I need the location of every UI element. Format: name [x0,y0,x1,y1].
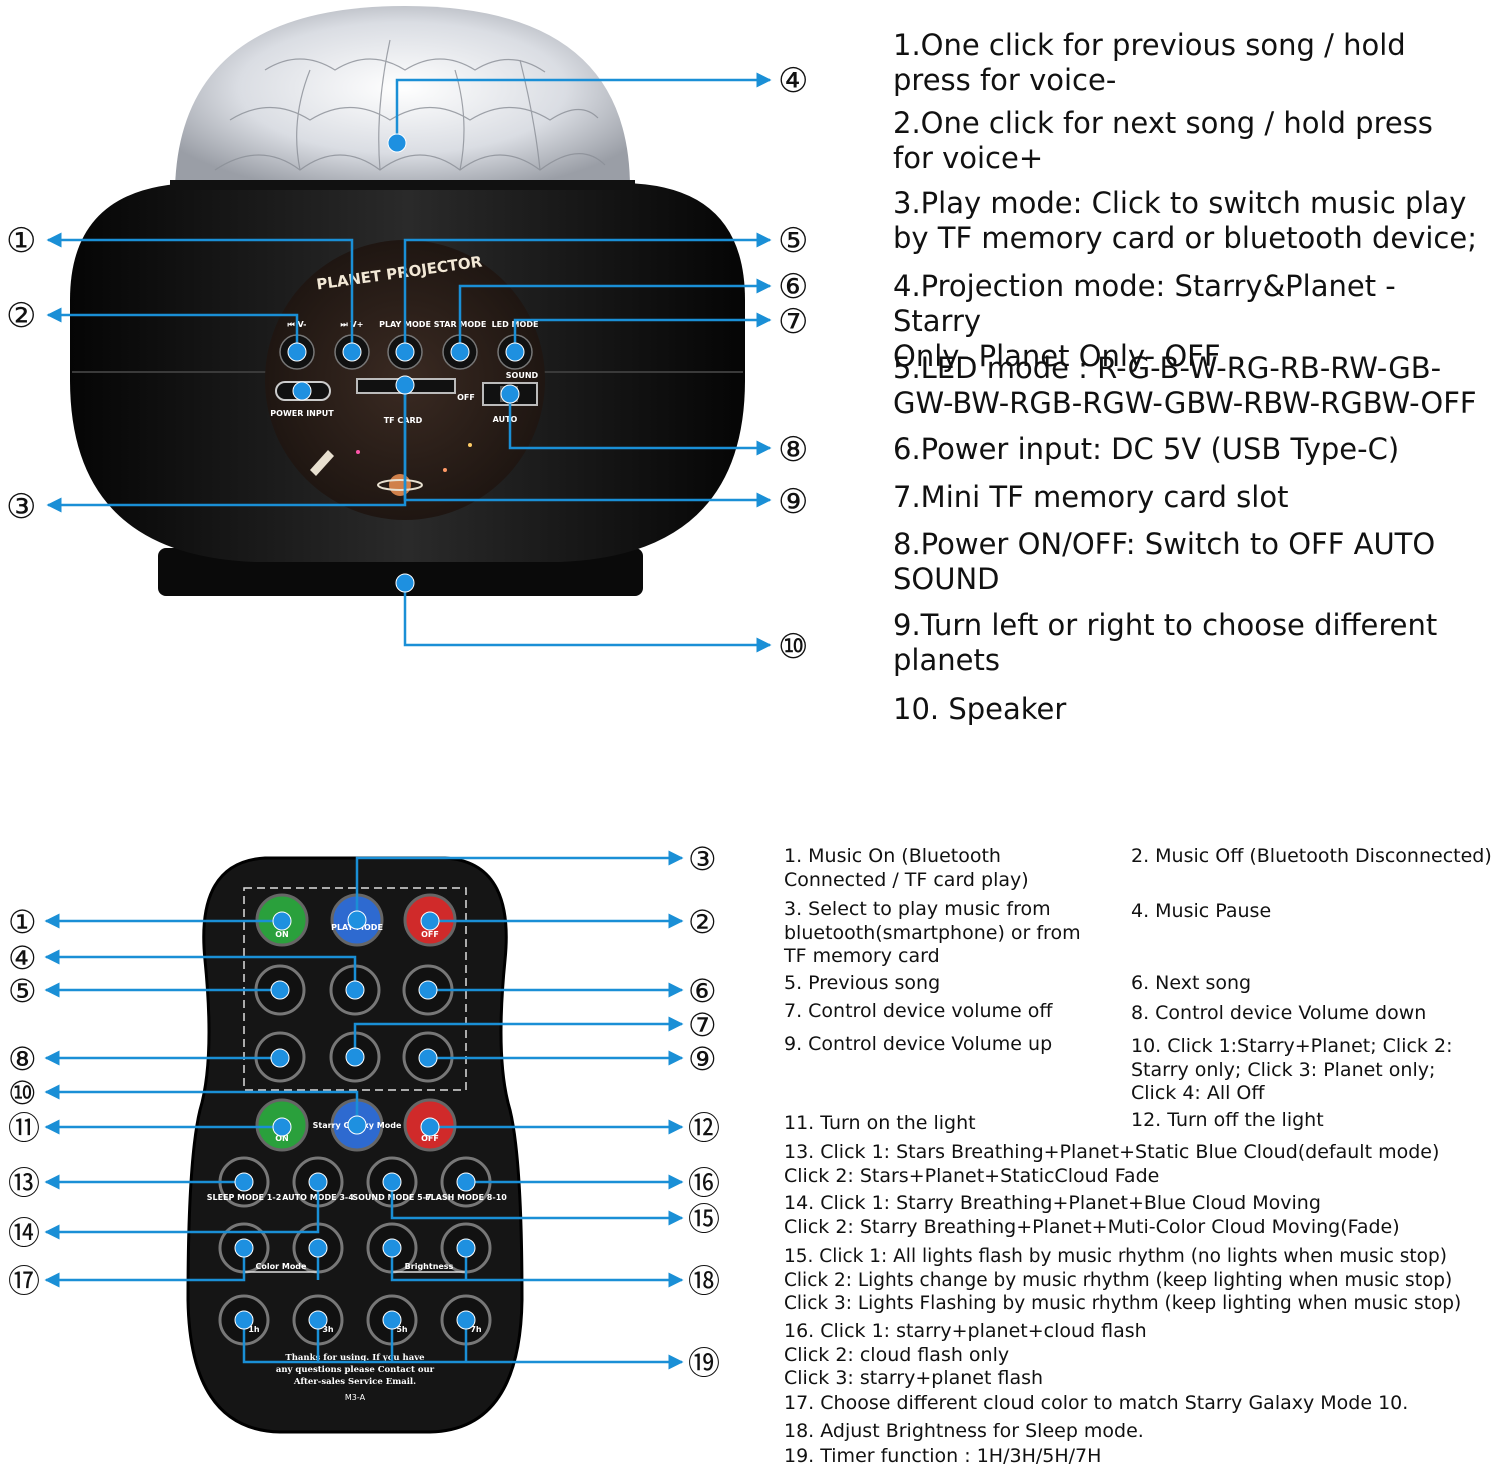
label-auto: AUTO [493,415,518,424]
projector-desc-2: 2.One click for next song / hold press f… [893,106,1433,175]
remote-callout-3: ③ [688,840,717,878]
remote-desc-8: 8. Control device Volume down [1131,1002,1427,1024]
projector-callout-dots [287,133,525,593]
remote-callout-17: ⑰ [8,1262,40,1300]
remote-desc-4: 4. Music Pause [1131,900,1272,922]
callout-1: ① [6,221,36,261]
remote-desc-16: 16. Click 1: starry+planet+cloud flash C… [784,1320,1147,1389]
label-off: OFF [457,393,475,402]
remote-callout-5: ⑤ [8,972,37,1010]
remote-timer-5h-label: 5h [396,1325,408,1334]
remote-callout-4: ④ [8,939,37,977]
remote-desc-14: 14. Click 1: Starry Breathing+Planet+Blu… [784,1192,1400,1238]
remote-color-mode-label: Color Mode [256,1262,308,1271]
remote-footer-line-2: any questions please Contact our [276,1365,435,1375]
remote-flash-label: FLASH MODE 8-10 [425,1193,507,1202]
remote-desc-3: 3. Select to play music from bluetooth(s… [784,898,1081,967]
callout-6: ⑥ [778,267,808,307]
remote-callout-12: ⑫ [688,1109,720,1147]
projector-desc-6: 6.Power input: DC 5V (USB Type-C) [893,432,1400,466]
projector-callout-lines [46,72,772,653]
crystal-dome [175,6,630,188]
remote-desc-1: 1. Music On (Bluetooth Connected / TF ca… [784,845,1029,891]
remote-sleep-label: SLEEP MODE 1-2 [207,1193,282,1202]
remote-desc-18: 18. Adjust Brightness for Sleep mode. [784,1420,1144,1442]
projector-desc-9: 9.Turn left or right to choose different… [893,608,1438,677]
remote-timer-3h-label: 3h [322,1325,334,1334]
remote-off2-label: OFF [421,1134,439,1143]
projector-desc-4: 4.Projection mode: Starry&Planet - Starr… [893,269,1396,373]
remote-footer-line-3: After-sales Service Email. [293,1377,416,1387]
callout-10: ⑩ [778,627,808,667]
remote-callout-lines [44,850,684,1370]
callout-9: ⑨ [778,482,808,522]
remote-desc-10: 10. Click 1:Starry+Planet; Click 2: Star… [1131,1035,1453,1104]
remote-callout-2: ② [688,903,717,941]
remote-desc-6: 6. Next song [1131,972,1252,994]
label-tf-card: TF CARD [384,416,423,425]
remote-desc-2: 2. Music Off (Bluetooth Disconnected) [1131,845,1492,867]
remote-callout-13: ⑬ [8,1164,40,1202]
remote-callout-19: ⑲ [688,1344,720,1382]
remote-callout-15: ⑮ [688,1200,720,1238]
remote-control: ON PLAY MODE OFF ON Starry Galaxy Mode O… [186,856,524,1434]
remote-callout-dots [234,910,476,1330]
remote-callout-8: ⑧ [8,1040,37,1078]
remote-callout-1: ① [8,903,37,941]
callout-2: ② [6,296,36,336]
remote-callout-16: ⑯ [688,1164,720,1202]
remote-callout-11: ⑪ [8,1109,40,1147]
remote-desc-15: 15. Click 1: All lights flash by music r… [784,1246,1462,1314]
remote-callout-9: ⑨ [688,1040,717,1078]
remote-footer-line-1: Thanks for using. If you have [285,1353,425,1363]
remote-desc-9: 9. Control device Volume up [784,1033,1053,1055]
remote-desc-12: 12. Turn off the light [1131,1109,1324,1131]
projector-desc-7: 7.Mini TF memory card slot [893,480,1289,514]
remote-desc-11: 11. Turn on the light [784,1112,976,1134]
projector-desc-5: 5.LED mode : R-G-B-W-RG-RB-RW-GB- GW-BW-… [893,351,1477,420]
remote-callout-14: ⑭ [8,1214,40,1252]
remote-on2-label: ON [275,1134,289,1143]
remote-brightness-label: Brightness [405,1262,454,1271]
remote-desc-5: 5. Previous song [784,972,941,994]
remote-callout-numbers: ③ ① ② ④ ⑤ ⑥ ⑦ ⑧ ⑨ ⑩ ⑪ ⑫ ⑬ ⑯ ⑮ ⑭ ⑰ ⑱ ⑲ [8,840,720,1382]
remote-callout-6: ⑥ [688,972,717,1010]
callout-5: ⑤ [778,221,808,261]
remote-on1-label: ON [275,930,289,939]
callout-4: ④ [778,61,808,101]
label-power-input: POWER INPUT [270,409,334,418]
projector-desc-1: 1.One click for previous song / hold pre… [893,28,1406,97]
projector-callout-numbers: ④ ① ⑤ ⑥ ② ⑦ ⑧ ⑨ ③ ⑩ [6,61,808,667]
label-sound: SOUND [506,371,539,380]
projector-device: PLANET PROJECTOR ⏮ V- ⏭ V+ PLAY MODE STA… [70,6,745,596]
callout-8: ⑧ [778,430,808,470]
remote-desc-13: 13. Click 1: Stars Breathing+Planet+Stat… [784,1141,1440,1187]
remote-callout-10: ⑩ [8,1074,37,1112]
remote-callout-7: ⑦ [688,1006,717,1044]
callout-7: ⑦ [778,302,808,342]
remote-model: M3-A [345,1393,366,1402]
projector-desc-8: 8.Power ON/OFF: Switch to OFF AUTO SOUND [893,527,1436,596]
callout-3: ③ [6,487,36,527]
remote-timer-7h-label: 7h [470,1325,482,1334]
projector-desc-10: 10. Speaker [893,692,1067,726]
remote-desc-7: 7. Control device volume off [784,1000,1053,1022]
projector-desc-3: 3.Play mode: Click to switch music play … [893,186,1477,255]
remote-timer-1h-label: 1h [248,1325,260,1334]
remote-callout-18: ⑱ [688,1262,720,1300]
remote-desc-19: 19. Timer function : 1H/3H/5H/7H [784,1445,1102,1467]
remote-desc-17: 17. Choose different cloud color to matc… [784,1392,1409,1414]
remote-off1-label: OFF [421,930,439,939]
